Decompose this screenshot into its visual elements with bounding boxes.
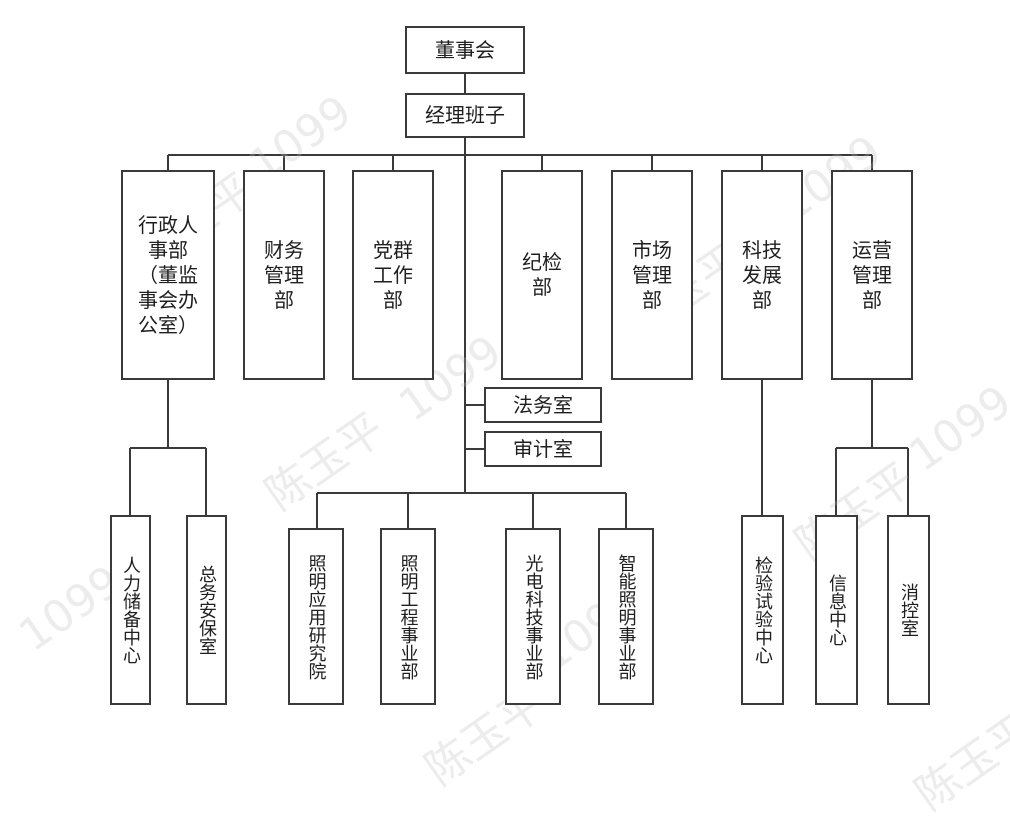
node-party: 党群 工作 部 (352, 170, 434, 380)
node-general-affairs: 总务安保室 (186, 515, 227, 705)
node-admin: 行政人 事部 （董监 事会办 公室） (121, 170, 215, 380)
node-board: 董事会 (405, 26, 525, 74)
node-testing-center: 检验试验中心 (741, 515, 784, 705)
node-audit: 审计室 (484, 431, 602, 467)
node-hr-reserve: 人力储备中心 (110, 515, 151, 705)
node-lighting-institute: 照明应用研究院 (288, 528, 344, 705)
node-legal: 法务室 (484, 387, 602, 423)
node-operation: 运营 管理 部 (831, 170, 913, 380)
node-finance: 财务 管理 部 (243, 170, 325, 380)
node-tech: 科技 发展 部 (721, 170, 803, 380)
node-lighting-engineering: 照明工程事业部 (380, 528, 436, 705)
node-fire-control: 消控室 (887, 515, 930, 705)
node-discipline: 纪检 部 (501, 170, 583, 380)
node-optoelectronic: 光电科技事业部 (505, 528, 561, 705)
node-info-center: 信息中心 (815, 515, 858, 705)
node-smart-lighting: 智能照明事业部 (598, 528, 654, 705)
node-management: 经理班子 (405, 93, 525, 138)
node-market: 市场 管理 部 (611, 170, 693, 380)
